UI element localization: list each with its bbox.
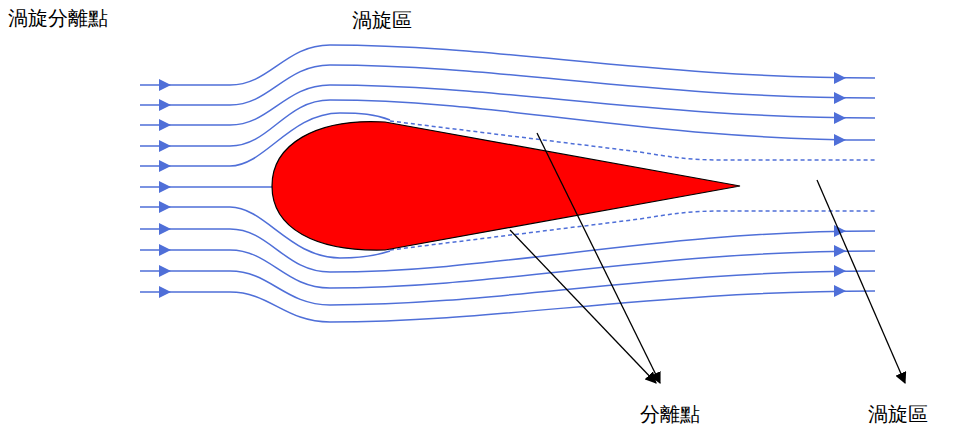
separation-point-label: 分離點: [640, 402, 700, 427]
flow-arrowheads: [159, 72, 846, 298]
separation-label: 渦旋分離點: [8, 6, 108, 31]
vortex-region-label: 渦旋區: [868, 402, 928, 427]
vortex-region-label: 渦旋區: [352, 8, 412, 33]
streamlines: [140, 45, 875, 322]
leader-arrows: [510, 133, 905, 383]
teardrop-body: [272, 122, 740, 251]
